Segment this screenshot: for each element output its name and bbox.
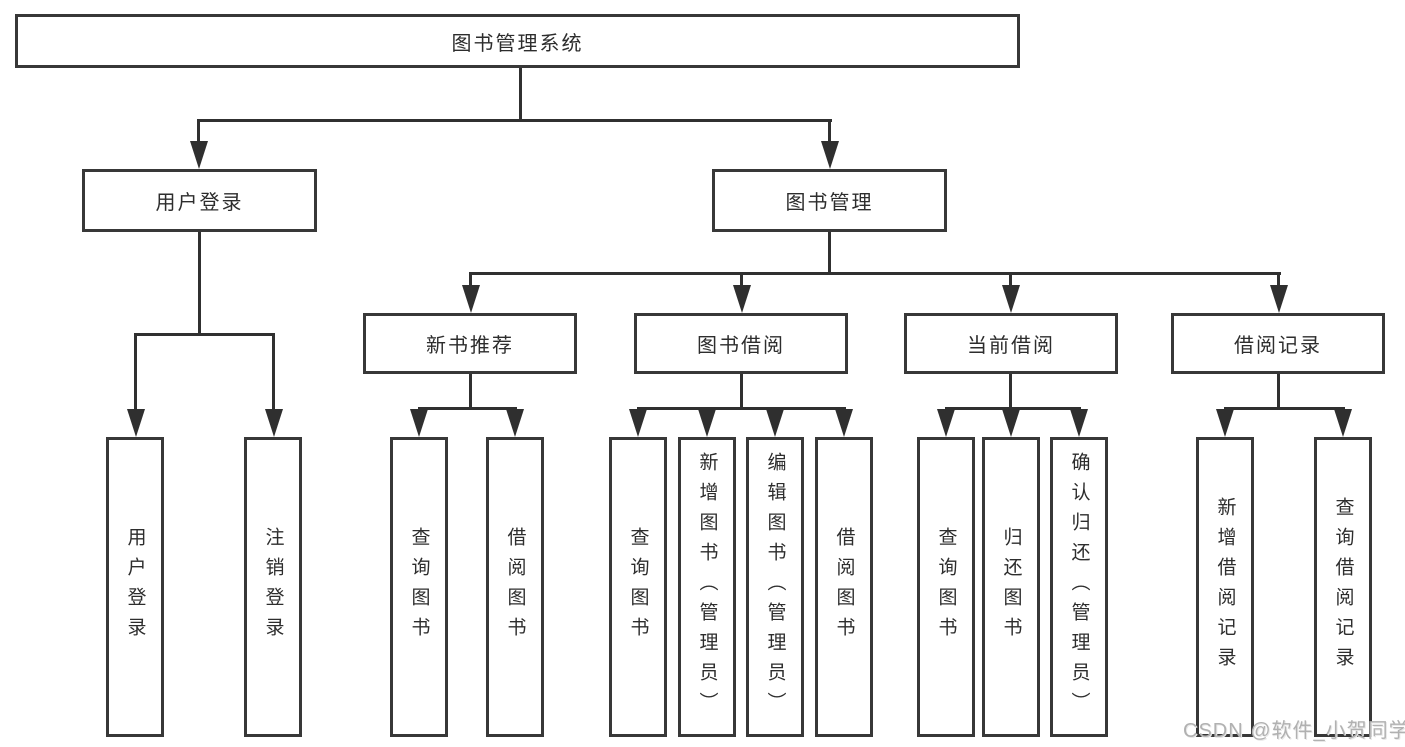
leaf-return-books: 归还图书	[982, 437, 1040, 737]
arrow-down-icon	[733, 285, 751, 313]
connector-drop	[740, 272, 743, 288]
connector-drop	[469, 272, 472, 288]
leaf-confirm-return-admin: 确认归还（管理员）	[1050, 437, 1108, 737]
connector-rail	[637, 407, 846, 410]
node-new-book-recommend: 新书推荐	[363, 313, 577, 374]
arrow-down-icon	[937, 409, 955, 437]
connector-stem	[740, 374, 743, 410]
connector-drop	[1277, 272, 1280, 288]
node-current-borrowing: 当前借阅	[904, 313, 1118, 374]
connector-drop	[828, 119, 831, 145]
connector-rail	[418, 407, 517, 410]
node-user-login: 用户登录	[82, 169, 317, 232]
connector-drop	[272, 333, 275, 412]
connector-book-mgmt-stem	[828, 232, 831, 274]
arrow-down-icon	[1216, 409, 1234, 437]
arrow-down-icon	[1002, 409, 1020, 437]
arrow-down-icon	[190, 141, 208, 169]
connector-rail	[945, 407, 1081, 410]
leaf-borrow-books: 借阅图书	[486, 437, 544, 737]
leaf-user-login: 用户登录	[106, 437, 164, 737]
connector-drop	[134, 333, 137, 412]
node-book-management: 图书管理	[712, 169, 947, 232]
connector-user-login-rail	[134, 333, 275, 336]
leaf-edit-books-admin: 编辑图书（管理员）	[746, 437, 804, 737]
arrow-down-icon	[410, 409, 428, 437]
leaf-borrow-books: 借阅图书	[815, 437, 873, 737]
node-book-borrowing: 图书借阅	[634, 313, 848, 374]
leaf-query-books: 查询图书	[609, 437, 667, 737]
csdn-watermark: CSDN @软件_小贺同学	[1183, 720, 1405, 742]
leaf-query-books: 查询图书	[917, 437, 975, 737]
arrow-down-icon	[1334, 409, 1352, 437]
connector-book-mgmt-rail	[469, 272, 1281, 275]
arrow-down-icon	[462, 285, 480, 313]
connector-rail	[1224, 407, 1345, 410]
leaf-query-borrow-record: 查询借阅记录	[1314, 437, 1372, 737]
leaf-query-books: 查询图书	[390, 437, 448, 737]
arrow-down-icon	[629, 409, 647, 437]
leaf-logout: 注销登录	[244, 437, 302, 737]
connector-root-stem	[519, 68, 522, 122]
connector-drop	[1009, 272, 1012, 288]
arrow-down-icon	[1270, 285, 1288, 313]
arrow-down-icon	[835, 409, 853, 437]
leaf-add-books-admin: 新增图书（管理员）	[678, 437, 736, 737]
node-borrowing-records: 借阅记录	[1171, 313, 1385, 374]
arrow-down-icon	[821, 141, 839, 169]
connector-stem	[1009, 374, 1012, 410]
leaf-add-borrow-record: 新增借阅记录	[1196, 437, 1254, 737]
connector-root-rail	[197, 119, 832, 122]
connector-user-login-stem	[198, 232, 201, 335]
arrow-down-icon	[506, 409, 524, 437]
arrow-down-icon	[766, 409, 784, 437]
arrow-down-icon	[1070, 409, 1088, 437]
arrow-down-icon	[1002, 285, 1020, 313]
arrow-down-icon	[127, 409, 145, 437]
connector-stem	[1277, 374, 1280, 410]
connector-stem	[469, 374, 472, 410]
arrow-down-icon	[265, 409, 283, 437]
arrow-down-icon	[698, 409, 716, 437]
node-library-system: 图书管理系统	[15, 14, 1020, 68]
connector-drop	[197, 119, 200, 145]
